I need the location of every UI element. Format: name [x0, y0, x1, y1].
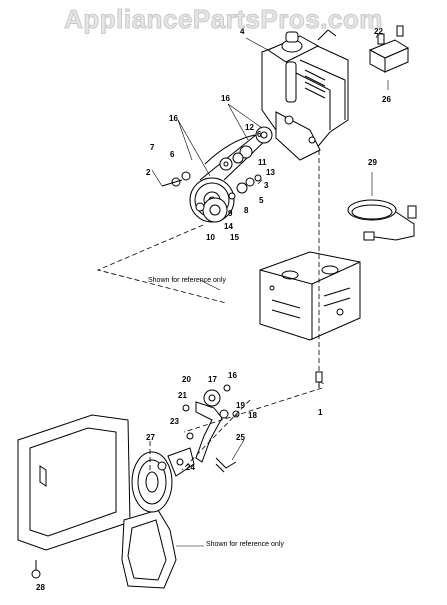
- callout-6b: 6: [170, 150, 175, 159]
- callout-2: 2: [146, 168, 151, 177]
- callout-27: 26: [382, 95, 391, 104]
- reference-leader-upper: [199, 279, 221, 291]
- callout-13: 13: [266, 168, 275, 177]
- callout-16-lower: 16: [169, 114, 178, 123]
- callout-16-upper: 16: [221, 94, 230, 103]
- mounting-bracket: [368, 25, 410, 73]
- bolt-part: [315, 371, 323, 388]
- callout-1: 1: [318, 408, 323, 417]
- callout-23: 22: [374, 27, 383, 36]
- callout-labels: 4 22 26 16 16 12 6 7 6 11 13 2 3 5 8 9 1…: [36, 27, 391, 592]
- callout-28: 27: [146, 433, 155, 442]
- callout-29: 28: [36, 583, 45, 592]
- pulley-assembly: [161, 126, 273, 223]
- callout-14: 14: [224, 222, 233, 231]
- reference-note-lower: Shown for reference only: [206, 541, 284, 548]
- leader-lines: [151, 33, 389, 461]
- callout-6: 6: [257, 130, 262, 139]
- reference-note-upper: Shown for reference only: [148, 277, 226, 284]
- callout-15: 15: [230, 233, 239, 242]
- auger-housing: [17, 414, 195, 589]
- callout-7: 7: [150, 143, 155, 152]
- callout-4: 4: [240, 27, 245, 36]
- callout-10: 10: [206, 233, 215, 242]
- callout-26: 25: [236, 433, 245, 442]
- callout-25: 24: [186, 463, 195, 472]
- callout-24: 23: [170, 417, 179, 426]
- idler-arm-assembly: [182, 384, 240, 473]
- callout-20: 19: [236, 401, 245, 410]
- callout-30: 29: [368, 158, 377, 167]
- callout-3: 3: [264, 181, 269, 190]
- cable-assembly: [347, 199, 417, 241]
- callout-8: 8: [244, 206, 249, 215]
- callout-17: 16: [228, 371, 237, 380]
- callout-22: 21: [178, 391, 187, 400]
- callout-9: 9: [228, 209, 233, 218]
- callout-11: 11: [258, 158, 267, 167]
- callout-18: 17: [208, 375, 217, 384]
- reference-lines: [96, 150, 323, 471]
- callout-21: 20: [182, 375, 191, 384]
- callout-19: 18: [248, 411, 257, 420]
- callout-12: 12: [245, 123, 254, 132]
- engine: [261, 29, 349, 161]
- callout-5: 5: [259, 196, 264, 205]
- auger-housing-frame: [259, 251, 361, 341]
- watermark-logo: AppliancePartsPros.com: [64, 4, 383, 35]
